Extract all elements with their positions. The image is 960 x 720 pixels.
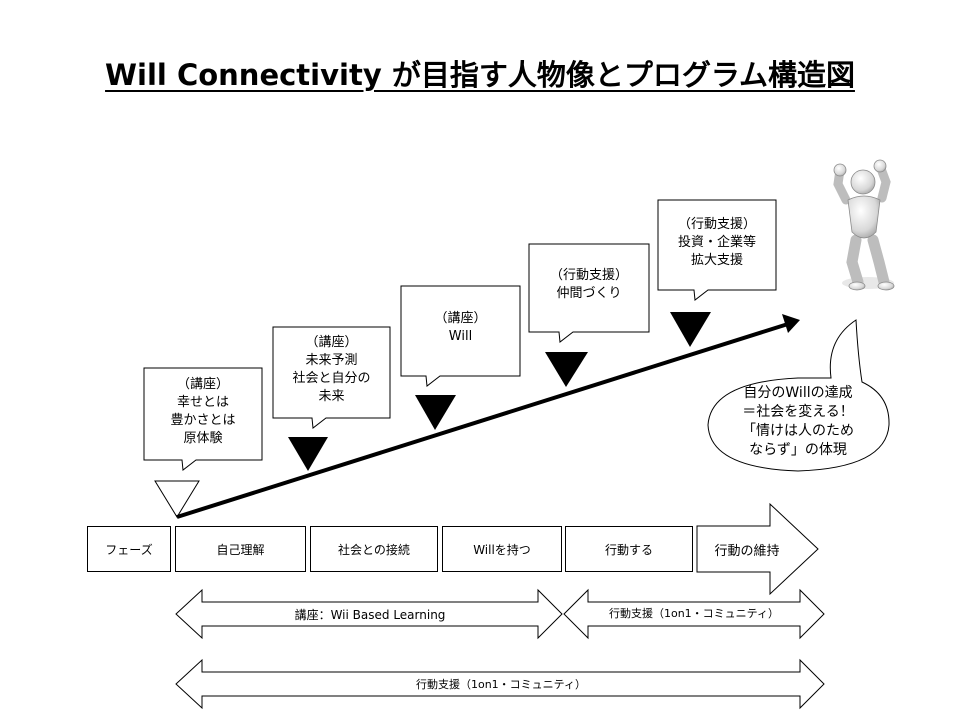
growth-arrowhead (782, 314, 800, 333)
phase-self-understanding: 自己理解 (175, 526, 306, 572)
callout-lecture-happiness: （講座）幸せとは豊かさとは原体験 (170, 377, 236, 446)
phase-have-will: Willを持つ (442, 526, 562, 572)
phase-header: フェーズ (87, 526, 171, 572)
step-marker-2 (415, 395, 456, 430)
person-figure-icon (833, 159, 895, 291)
phase-maintain-action: 行動の維持 (714, 544, 780, 559)
callout-box-3 (400, 285, 521, 387)
page-title: Will Connectivity が目指す人物像とプログラム構造図 (105, 58, 855, 92)
callout-box-5 (657, 199, 777, 301)
step-marker-3 (545, 352, 588, 387)
phase-society-connection: 社会との接続 (310, 526, 438, 572)
phase-take-action: 行動する (565, 526, 693, 572)
goal-bubble (707, 319, 890, 472)
callout-box-4 (528, 243, 650, 343)
callout-support-expansion: （行動支援）投資・企業等拡大支援 (677, 217, 756, 268)
support-long-arrow-shape (175, 658, 825, 710)
lecture-arrow-shape (175, 588, 563, 640)
growth-line (176, 322, 789, 519)
callout-box-2 (272, 326, 391, 429)
step-marker-4 (670, 312, 711, 347)
support-short-arrow-shape (563, 588, 825, 640)
callout-lecture-future: （講座）未来予測社会と自分の未来 (292, 335, 371, 404)
callout-box-1 (143, 367, 263, 471)
callout-lecture-will: （講座）Will (434, 311, 487, 344)
goal-bubble-text: 自分のWillの達成＝社会を変える！「情けは人のためならず」の体現 (742, 385, 854, 458)
support-long-arrow-label: 行動支援（1on1・コミュニティ） (415, 678, 587, 691)
step-marker-1 (288, 437, 328, 471)
maintain-arrow-shape (696, 502, 819, 596)
lecture-arrow-label: 講座：Wii Based Learning (294, 608, 446, 622)
callout-support-peers: （行動支援）仲間づくり (549, 268, 628, 301)
start-marker (154, 480, 200, 518)
support-short-arrow-label: 行動支援（1on1・コミュニティ） (608, 607, 780, 620)
